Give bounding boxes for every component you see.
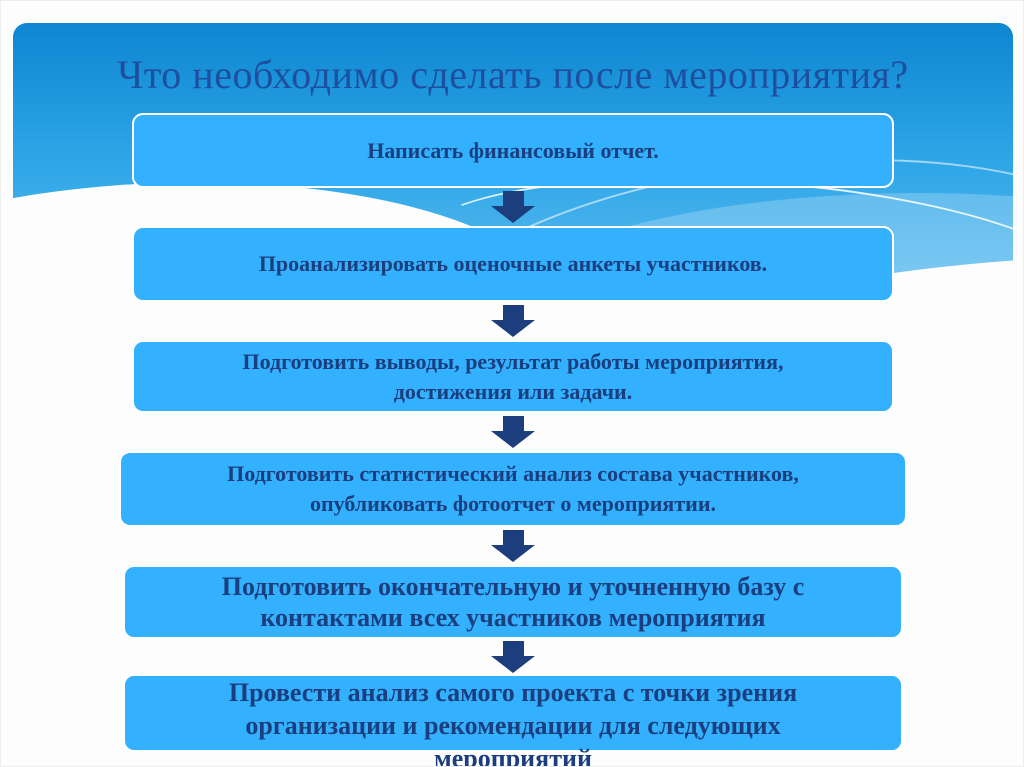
down-arrow-icon [491,530,535,562]
arrow-row-4 [491,527,535,565]
arrow-head [491,206,535,223]
step-box-6: Провести анализ самого проекта с точки з… [123,674,903,766]
step-box-1: Написать финансовый отчет. [132,113,894,188]
arrow-stem [502,191,524,206]
down-arrow-icon [491,191,535,223]
down-arrow-icon [491,640,535,673]
arrow-head [491,320,535,337]
step-box-5: Подготовить окончательную и уточненную б… [123,565,903,639]
arrow-stem [502,416,524,431]
step-text-3: Подготовить выводы, результат работы мер… [242,348,784,404]
arrow-row-2 [491,302,535,340]
arrow-stem [502,530,524,545]
step-box-2: Проанализировать оценочные анкеты участн… [132,226,894,302]
step-box-4: Подготовить статистический анализ состав… [119,451,907,527]
slide-title: Что необходимо сделать после мероприятия… [117,52,909,97]
arrow-row-1 [491,188,535,226]
step-text-4: Подготовить статистический анализ состав… [227,461,799,516]
down-arrow-icon [491,305,535,337]
flow-diagram: Написать финансовый отчет. Проанализиров… [13,113,1013,766]
arrow-head [491,655,535,673]
step-text-6: Провести анализ самого проекта с точки з… [228,678,798,767]
step-text-1: Написать финансовый отчет. [367,137,659,163]
step-text-2: Проанализировать оценочные анкеты участн… [258,251,768,276]
arrow-head [491,545,535,562]
arrow-stem [502,640,524,656]
arrow-row-5 [491,639,535,674]
down-arrow-icon [491,416,535,448]
step-text-5: Подготовить окончательную и уточненную б… [221,572,805,632]
step-box-3: Подготовить выводы, результат работы мер… [132,340,894,413]
arrow-row-3 [491,413,535,451]
arrow-head [491,431,535,448]
arrow-stem [502,305,524,320]
